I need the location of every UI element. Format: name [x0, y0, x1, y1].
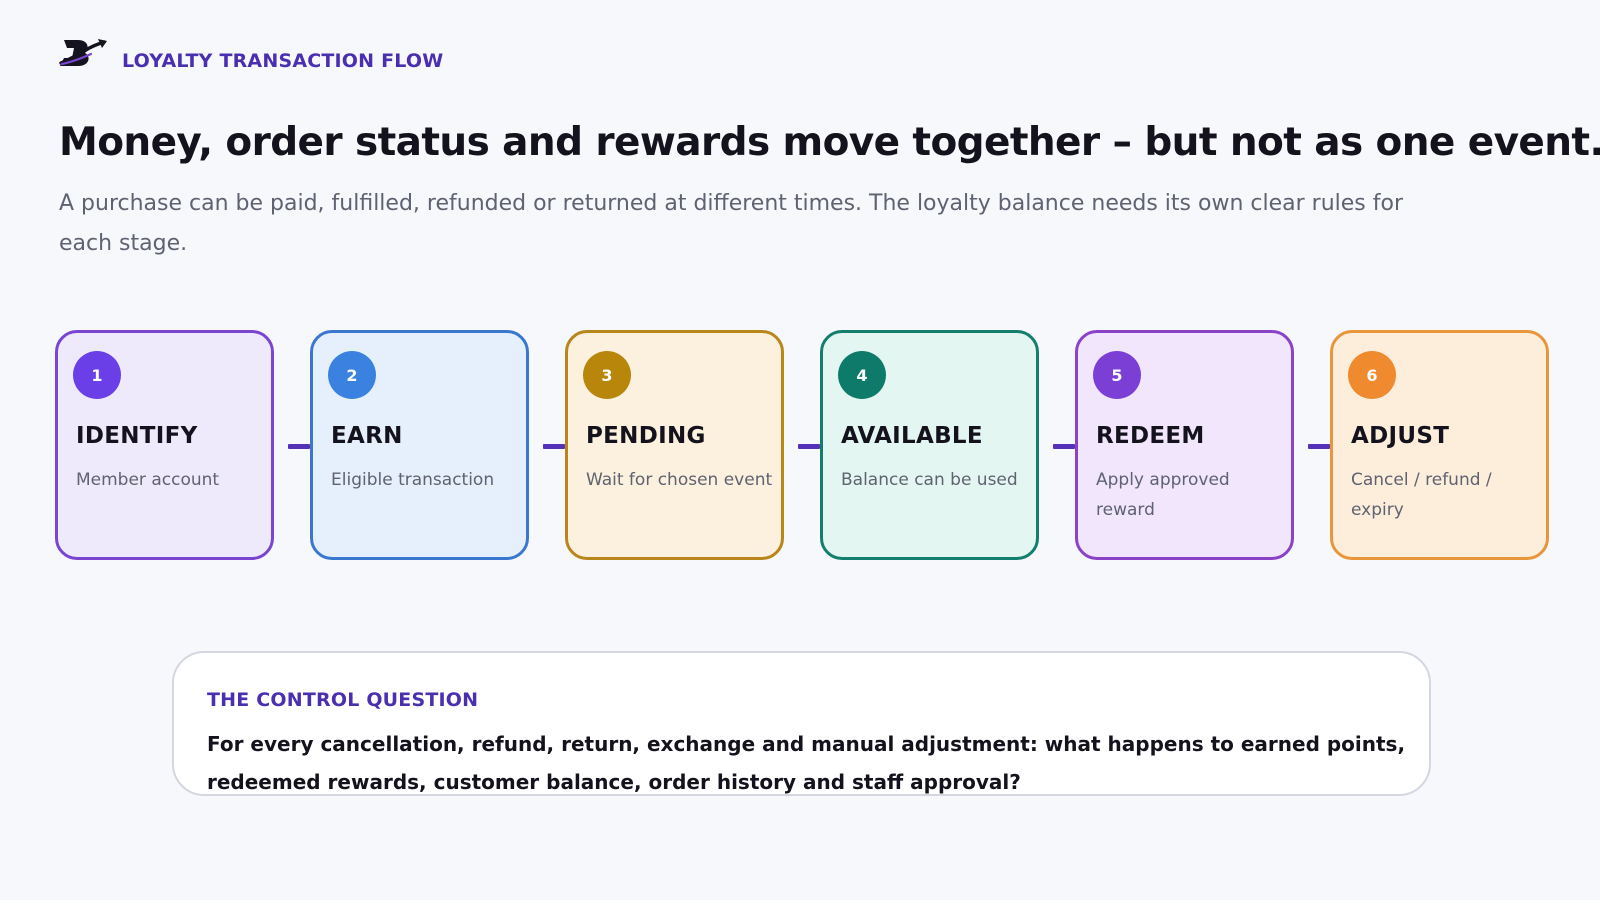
flow-connector — [1308, 444, 1330, 449]
step-title: REDEEM — [1096, 423, 1205, 449]
brand-label: LOYALTY TRANSACTION FLOW — [122, 50, 444, 72]
step-description: Cancel / refund / expiry — [1351, 470, 1492, 520]
step-description: Eligible transaction — [331, 470, 495, 490]
step-number-badge: 4 — [838, 351, 886, 399]
step-description: Balance can be used — [841, 470, 1018, 490]
control-question-panel: THE CONTROL QUESTION For every cancellat… — [172, 651, 1431, 796]
flow-connector — [1053, 444, 1075, 449]
step-title: AVAILABLE — [841, 423, 983, 449]
step-number-badge: 3 — [583, 351, 631, 399]
step-card-adjust: 6 ADJUST Cancel / refund / expiry — [1330, 330, 1549, 560]
step-number-badge: 2 — [328, 351, 376, 399]
step-description: Member account — [76, 470, 220, 490]
step-card-earn: 2 EARN Eligible transaction — [310, 330, 529, 560]
page-subtitle: A purchase can be paid, fulfilled, refun… — [59, 191, 1403, 256]
step-card-identify: 1 IDENTIFY Member account — [55, 330, 274, 560]
step-number-badge: 1 — [73, 351, 121, 399]
step-card-pending: 3 PENDING Wait for chosen event — [565, 330, 784, 560]
flow-connector — [288, 444, 310, 449]
step-number-badge: 5 — [1093, 351, 1141, 399]
flow-connector — [543, 444, 565, 449]
control-question-text: For every cancellation, refund, return, … — [207, 732, 1406, 794]
step-description: Wait for chosen event — [586, 470, 773, 490]
page-headline: Money, order status and rewards move tog… — [59, 120, 1600, 165]
brand: LOYALTY TRANSACTION FLOW — [58, 36, 443, 72]
step-title: PENDING — [586, 423, 706, 449]
step-card-redeem: 5 REDEEM Apply approved reward — [1075, 330, 1294, 560]
step-title: IDENTIFY — [76, 423, 198, 449]
step-description: Apply approved reward — [1096, 470, 1230, 520]
step-card-available: 4 AVAILABLE Balance can be used — [820, 330, 1039, 560]
control-question-label: THE CONTROL QUESTION — [207, 689, 479, 711]
transaction-flow: 1 IDENTIFY Member account 2 EARN Eligibl… — [55, 330, 1557, 566]
step-number-badge: 6 — [1348, 351, 1396, 399]
step-title: ADJUST — [1351, 423, 1450, 449]
step-title: EARN — [331, 423, 403, 449]
bolt-arrow-logo-icon — [59, 39, 107, 66]
flow-connector — [798, 444, 820, 449]
